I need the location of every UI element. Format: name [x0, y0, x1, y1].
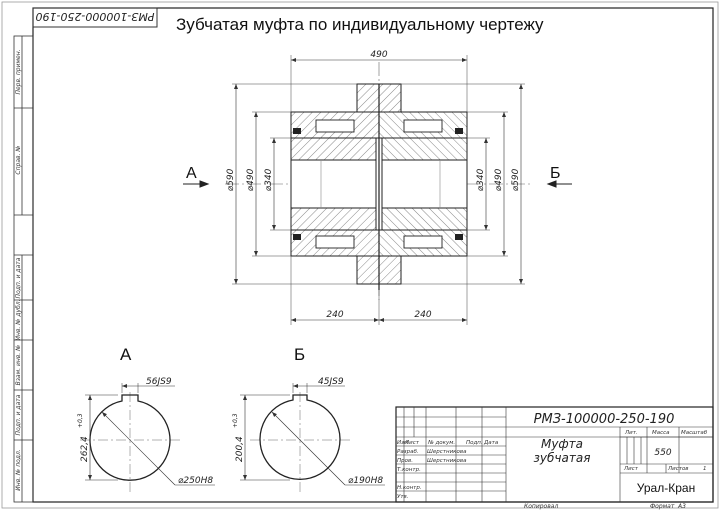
product-name-line1: Муфта — [541, 437, 583, 451]
company-name: Урал-Кран — [637, 481, 695, 495]
stamp-box — [32, 7, 158, 28]
section-b-label: Б — [294, 345, 305, 364]
section-a: А 56JS9 262,4 +0,3 ⌀250H8 — [77, 345, 215, 492]
col-header-list: Лист — [404, 440, 420, 446]
mass-header: Масса — [652, 430, 670, 436]
dim-left-d490: ⌀490 — [246, 168, 256, 191]
product-name-line2: зубчатая — [534, 451, 591, 465]
dim-right-d490: ⌀490 — [494, 168, 504, 191]
col-header-izm: Изм — [397, 440, 408, 446]
side-label-1: Перв. примен. — [15, 49, 22, 94]
main-view: 490 240 240 ⌀590 ⌀490 ⌀340 ⌀340 ⌀490 ⌀59… — [183, 50, 572, 325]
dim-left-d590: ⌀590 — [226, 168, 236, 191]
title-designation: РМЗ-100000-250-190 — [534, 412, 675, 427]
side-strip — [13, 35, 34, 503]
role-checker: Пров. — [397, 458, 413, 464]
dim-right-d340: ⌀340 — [476, 168, 486, 191]
view-arrow-b — [546, 180, 572, 188]
col-header-date: Дата — [483, 440, 499, 446]
shaft-sections — [290, 137, 468, 231]
role-tcontrol: Т.контр. — [397, 467, 421, 473]
dim-total-length: 490 — [370, 50, 387, 60]
dim-right-d590: ⌀590 — [511, 168, 521, 191]
section-b-depth-tol: +0,3 — [232, 413, 239, 428]
col-header-sign: Подп. — [466, 440, 483, 446]
sheet-label: Лист — [623, 466, 639, 472]
gear-teeth — [315, 119, 443, 249]
side-label-4: Инв. № дубл. — [15, 299, 22, 340]
section-a-depth-tol: +0,3 — [77, 413, 84, 428]
view-arrow-a-label: А — [186, 165, 197, 182]
title-block: РМЗ-100000-250-190 Изм Лист № докум. Под… — [395, 406, 714, 510]
dim-left-half: 240 — [326, 310, 343, 320]
view-arrow-b-label: Б — [550, 165, 561, 182]
mass-value: 550 — [654, 448, 671, 458]
view-arrow-a — [183, 180, 210, 188]
section-a-label: А — [120, 345, 132, 364]
seals — [293, 128, 463, 240]
developer-name: Шерстникова — [427, 449, 467, 455]
section-b-depth: 200,4 — [235, 436, 245, 462]
section-a-depth: 262,4 — [80, 436, 90, 462]
role-approved: Утв. — [397, 494, 409, 500]
sheets-label: Листов — [667, 466, 689, 472]
side-labels: Перв. примен. Справ. № Подп. и дата Инв.… — [15, 49, 22, 490]
format-value: А3 — [677, 503, 686, 510]
dim-left-d340: ⌀340 — [264, 168, 274, 191]
drawing-title: Зубчатая муфта по индивидуальному чертеж… — [176, 15, 544, 34]
section-a-key-width: 56JS9 — [146, 377, 172, 387]
lit-header: Лит. — [624, 430, 638, 436]
role-developer: Разраб. — [397, 449, 419, 455]
side-label-2: Справ. № — [15, 145, 22, 174]
section-b-bore: ⌀190H8 — [348, 476, 383, 486]
side-label-3: Подп. и дата — [15, 257, 22, 298]
section-b-key-width: 45JS9 — [318, 377, 344, 387]
format-label: Формат — [650, 503, 675, 510]
central-flange — [356, 83, 402, 290]
scale-header: Масштаб — [681, 430, 708, 436]
dim-right-half: 240 — [414, 310, 431, 320]
side-label-7: Инв. № подл. — [15, 449, 22, 490]
sheets-value: 1 — [703, 466, 707, 472]
stamp-designation: РМЗ-100000-250-190 — [35, 10, 154, 23]
section-b: Б 45JS9 200,4 +0,3 ⌀190H8 — [232, 345, 385, 492]
copied-label: Копировал — [524, 503, 558, 510]
col-header-doc: № докум. — [427, 440, 455, 446]
role-ncontrol: Н.контр. — [397, 485, 422, 491]
checker-name: Шерстникова — [427, 458, 467, 464]
side-label-6: Подп. и дата — [15, 394, 22, 435]
section-a-bore: ⌀250H8 — [178, 476, 213, 486]
side-label-5: Взам. инв. № — [15, 345, 22, 386]
